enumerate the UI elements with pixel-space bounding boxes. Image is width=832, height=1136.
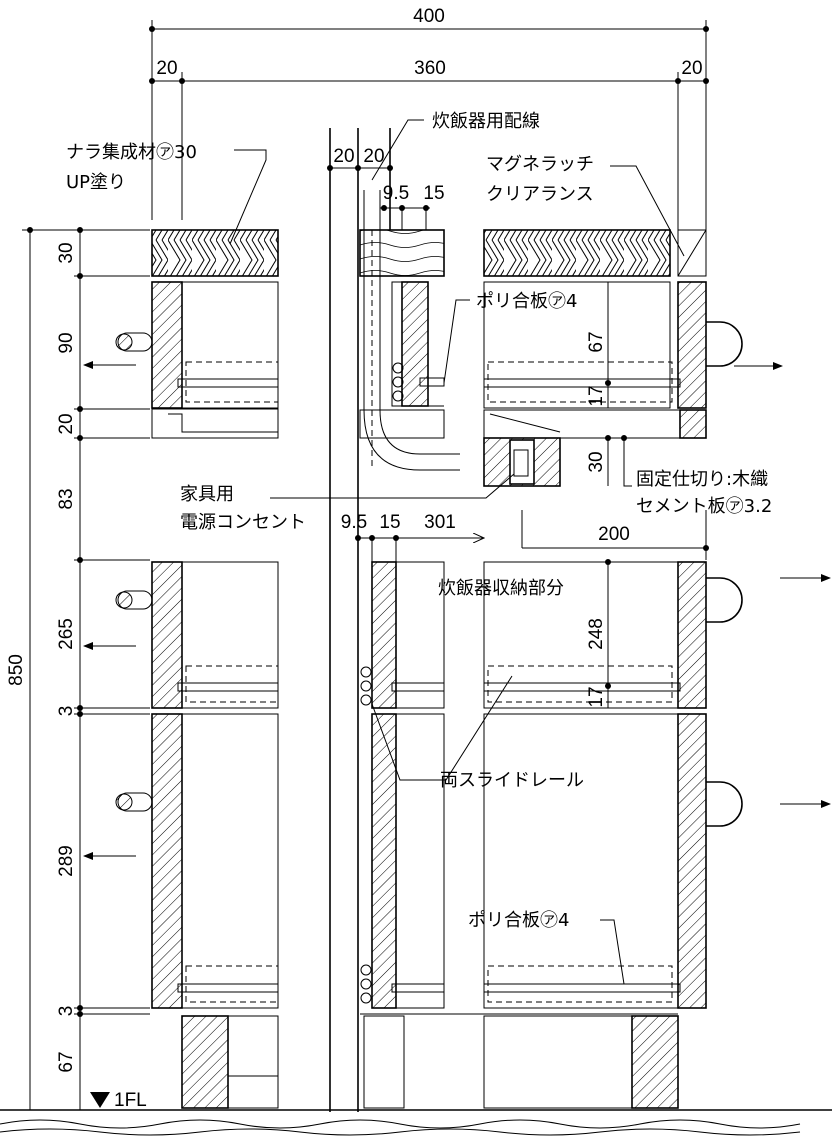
label-floor-level: 1FL [114, 1090, 147, 1111]
partition-band: 30 固定仕切り:木織 セメント板㋐3.2 家具用 電源コンセント [180, 409, 772, 533]
label-poly-top: ポリ合板㋐4 [476, 291, 577, 312]
center-wall: 20 20 9.5 15 炊飯器用配線 [327, 111, 540, 1112]
left-dimensions: 850 30 90 20 83 265 3 289 3 67 [6, 227, 150, 1110]
dim-850: 850 [6, 654, 27, 686]
dim-20-left: 20 [156, 58, 177, 79]
dim-9-5-top: 9.5 [383, 183, 409, 204]
label-partition-1: 固定仕切り:木織 [636, 469, 768, 490]
dim-83: 83 [56, 488, 77, 509]
label-top-material-1: ナラ集成材㋐30 [66, 142, 197, 163]
label-rice-wiring: 炊飯器用配線 [432, 111, 540, 132]
dim-inner-67: 67 [586, 331, 607, 352]
dim-15-top: 15 [423, 183, 444, 204]
middle-dimensions: 9.5 15 301 200 [341, 510, 709, 562]
dim-360: 360 [414, 58, 446, 79]
label-magnet-1: マグネラッチ [486, 154, 594, 175]
left-drawer-stack [115, 281, 279, 1109]
label-outlet-2: 電源コンセント [180, 512, 306, 533]
dim-mid-200: 200 [598, 524, 630, 545]
floor: 1FL [0, 1090, 832, 1136]
label-rice-storage: 炊飯器収納部分 [438, 578, 564, 599]
material-label: ナラ集成材㋐30 UP塗り [66, 142, 267, 245]
label-magnet-2: クリアランス [486, 184, 594, 205]
lower-right-drawers: 248 17 炊飯器収納部分 両スライドレール ポリ合板㋐4 [360, 559, 831, 1109]
label-outlet-1: 家具用 [180, 484, 234, 505]
dim-inner-30: 30 [586, 451, 607, 472]
dim-400: 400 [413, 6, 445, 27]
dim-30: 30 [56, 242, 77, 263]
label-poly-bottom: ポリ合板㋐4 [468, 910, 569, 931]
dim-20: 20 [56, 413, 77, 434]
floor-level-marker-icon [90, 1092, 110, 1108]
label-slide-rail: 両スライドレール [440, 770, 584, 791]
top-dimensions: 400 20 360 20 [149, 6, 709, 230]
dim-20-right: 20 [681, 58, 702, 79]
top-boards [151, 229, 707, 277]
dim-wiring-20-b: 20 [363, 146, 384, 167]
label-top-material-2: UP塗り [66, 171, 126, 193]
dim-inner-248: 248 [586, 618, 607, 650]
dim-67: 67 [56, 1051, 77, 1072]
dim-inner-17-a: 17 [586, 385, 607, 406]
dim-3-a: 3 [56, 706, 77, 717]
dim-mid-15: 15 [379, 512, 400, 533]
magnet-latch-label: マグネラッチ クリアランス [486, 154, 685, 257]
dim-3-b: 3 [56, 1006, 77, 1017]
dim-wiring-20-a: 20 [333, 146, 354, 167]
label-partition-2: セメント板㋐3.2 [636, 496, 772, 517]
dim-mid-301: 301 [424, 512, 456, 533]
dim-mid-9-5: 9.5 [341, 512, 367, 533]
dim-289: 289 [56, 845, 77, 877]
upper-right-drawer: 67 17 ポリ合板㋐4 [391, 281, 783, 409]
dim-inner-17-b: 17 [586, 686, 607, 707]
dim-90: 90 [56, 332, 77, 353]
dim-265: 265 [56, 618, 77, 650]
